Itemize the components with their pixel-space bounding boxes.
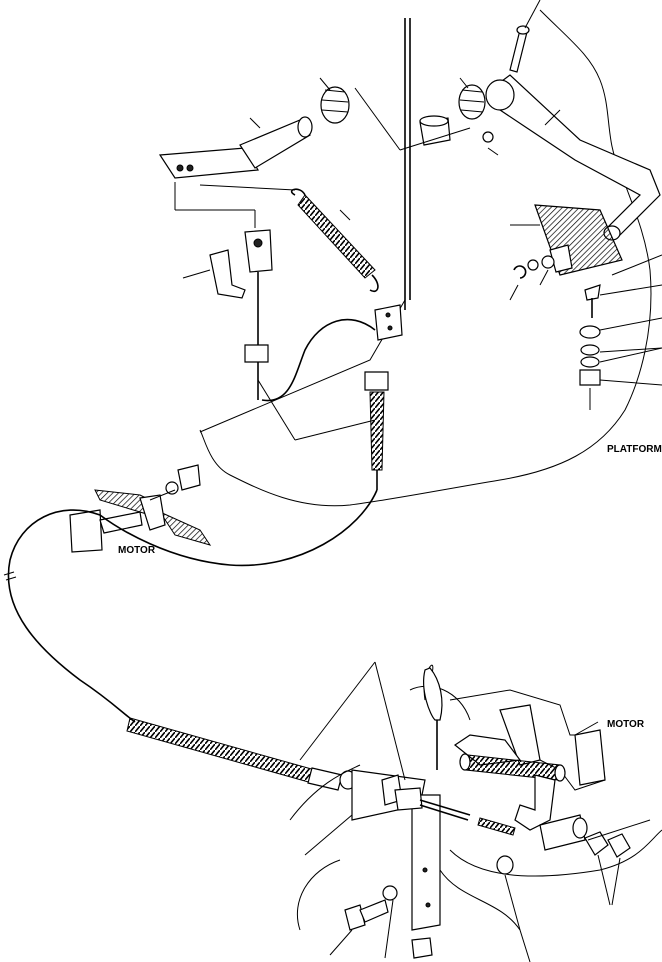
cable-nut-left (244, 344, 269, 400)
platform-label: PLATFORM (607, 444, 662, 455)
support-rod (404, 18, 411, 310)
cable-sheath (126, 717, 357, 791)
accelerator-lever-arm (158, 116, 313, 179)
motor-label-lower: MOTOR (607, 719, 645, 730)
threaded-rod (477, 817, 516, 836)
pedal-shaft (485, 74, 661, 241)
lock-washer (482, 131, 494, 143)
top-screw (509, 25, 530, 73)
leader-lines-top (174, 0, 662, 441)
motor-lower (289, 664, 662, 962)
cable-adjuster (364, 371, 389, 490)
mount-tab (374, 304, 403, 341)
bolt-stack (579, 284, 601, 410)
throttle-spring-lower (459, 753, 566, 782)
spacer-sleeve (419, 115, 451, 146)
e-clip (513, 255, 555, 279)
throttle-cable (3, 489, 378, 723)
leader-lines-lower (299, 661, 651, 959)
lower-nuts (411, 831, 631, 959)
bushing-right (458, 84, 486, 120)
bracket-bolt-upper (149, 464, 201, 501)
throttle-lever (514, 774, 588, 851)
bushing-left (320, 86, 350, 124)
cable-clip (209, 249, 246, 299)
cable-end-fitting (394, 787, 471, 821)
return-spring (290, 188, 379, 293)
cable-bracket-upper (69, 489, 212, 553)
clevis-yoke (244, 229, 273, 345)
motor-label-upper: MOTOR (118, 545, 156, 556)
lower-bolt (344, 885, 398, 931)
cable-loop (261, 318, 376, 402)
